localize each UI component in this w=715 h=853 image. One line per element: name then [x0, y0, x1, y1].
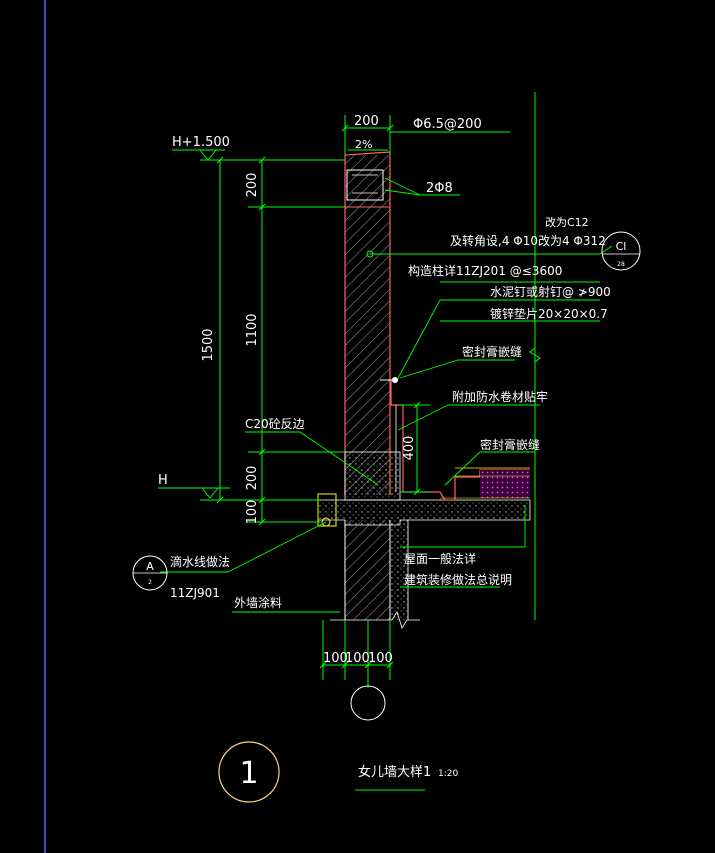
- dim-bottom-1: 100: [323, 651, 348, 666]
- note-roof1: 屋面一般法详: [404, 551, 476, 566]
- note-seal2: 密封膏嵌缝: [480, 437, 540, 452]
- note-nail: 水泥钉或射钉@ ≯900: [490, 284, 611, 299]
- note-membrane: 附加防水卷材贴牢: [452, 389, 548, 404]
- note-top-bars: 2Φ8: [426, 181, 453, 196]
- detail-number-circle: [218, 741, 280, 803]
- level-base: H: [158, 473, 168, 488]
- note-roof2: 建筑装修做法总说明: [404, 572, 512, 587]
- note-alt-line2: 及转角设,4 Φ10改为4 Φ312: [450, 233, 606, 248]
- note-stirrup: Φ6.5@200: [413, 117, 482, 132]
- leader-lines: [160, 131, 613, 613]
- note-washer: 镀锌垫片20×20×0.7: [490, 306, 608, 321]
- axis-bubble: [350, 685, 386, 721]
- note-seal1: 密封膏嵌缝: [462, 344, 522, 359]
- note-upturn: C20砼反边: [245, 417, 305, 431]
- drip-edge: [317, 493, 337, 527]
- note-drip: 滴水线做法: [170, 554, 230, 569]
- note-drip-ref: 11ZJ901: [170, 586, 220, 600]
- note-alt-line1: 改为C12: [545, 215, 589, 229]
- callout-c-sub: 28: [617, 261, 625, 268]
- callout-circle-c: [601, 231, 641, 271]
- dim-bottom-3: 100: [368, 651, 393, 666]
- drawing-scale: 1:20: [438, 769, 458, 779]
- dim-wall-width: 200: [354, 114, 379, 129]
- dim-seg-mid: 1100: [245, 313, 260, 346]
- roof-layers: [440, 467, 530, 499]
- drawing-title: 女儿墙大样1: [358, 764, 431, 780]
- dim-seg-low: 200: [245, 466, 260, 491]
- dim-slope: 2%: [355, 138, 372, 151]
- callout-a-sub: 2: [148, 579, 152, 586]
- dimension-lines: [158, 92, 541, 688]
- detail-number: 1: [239, 756, 258, 791]
- dim-seg-top: 200: [245, 173, 260, 198]
- dim-vertical-total: 1500: [201, 328, 216, 361]
- callout-c-letter: Cl: [616, 240, 627, 253]
- note-column: 构造柱详11ZJ201 @≤3600: [408, 263, 562, 278]
- callout-a-letter: A: [146, 560, 154, 573]
- dim-bottom-2: 100: [345, 651, 370, 666]
- lower-wall: [330, 520, 420, 629]
- callout-circle-a: [132, 555, 168, 591]
- dim-upturn: 400: [402, 436, 417, 461]
- level-top: H+1.500: [172, 135, 230, 150]
- concrete-upturn: [317, 451, 531, 526]
- note-ext-paint: 外墙涂料: [234, 595, 282, 610]
- parapet-wall: [344, 151, 391, 495]
- dim-seg-base: 100: [245, 500, 260, 525]
